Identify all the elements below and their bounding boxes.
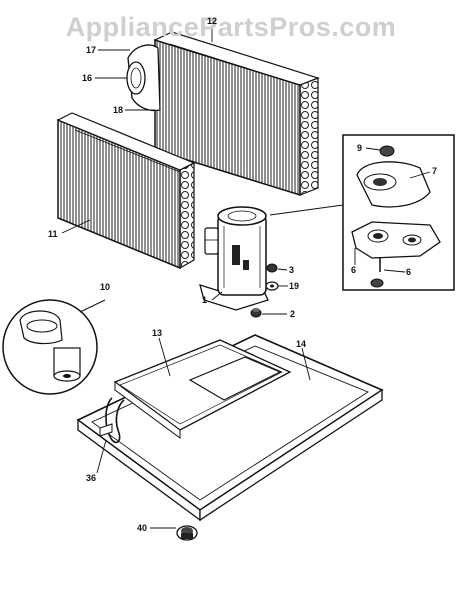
callout-11: 11 <box>48 229 58 239</box>
detail-box <box>269 134 455 291</box>
base-pan <box>76 334 384 522</box>
watermark-text: AppliancePartsPros.com <box>65 12 397 42</box>
detail-circle <box>2 299 106 395</box>
mounting-hardware <box>250 263 279 318</box>
callout-6-bracket: 6 <box>351 265 357 275</box>
callout-10: 10 <box>100 282 111 292</box>
callout-2: 2 <box>290 309 296 319</box>
callout-3: 3 <box>289 265 295 275</box>
callout-17: 17 <box>86 45 97 55</box>
compressor <box>199 206 269 311</box>
callout-14: 14 <box>296 339 307 349</box>
leader-lines <box>61 26 431 529</box>
callout-16-tube: 16 <box>82 73 93 83</box>
callout-19: 19 <box>289 281 300 291</box>
inner-pan <box>113 339 292 439</box>
callout-36: 36 <box>86 473 97 483</box>
callout-18: 18 <box>113 105 124 115</box>
callout-40: 40 <box>137 523 148 533</box>
tube-assembly <box>126 44 161 112</box>
callout-1: 1 <box>202 295 208 305</box>
condenser-coil <box>56 112 196 270</box>
evaporator-coil <box>153 31 320 197</box>
callout-9: 9 <box>357 143 363 153</box>
wire-harness <box>99 397 125 444</box>
drain-plug <box>176 525 198 541</box>
callout-7: 7 <box>432 166 438 176</box>
callout-6-bolt: 6 <box>406 267 412 277</box>
callout-12: 12 <box>207 16 218 26</box>
callout-13: 13 <box>152 328 163 338</box>
